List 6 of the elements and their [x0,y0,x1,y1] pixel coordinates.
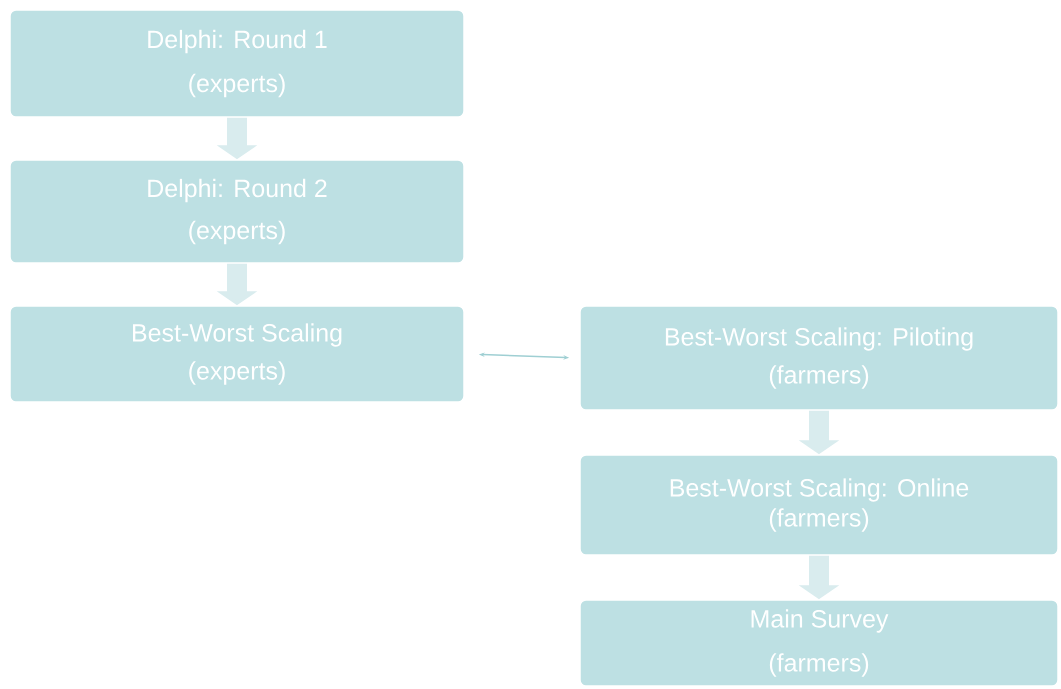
process-box: Delphi: Round 2 (experts) [9,159,465,264]
process-box: Best-Worst Scaling (experts) [9,305,465,403]
process-box: Best-Worst Scaling: Piloting (farmers) [579,305,1059,411]
process-box: Delphi: Round 1 (experts) [9,9,465,118]
process-box: Best-Worst Scaling: Online (farmers) [579,454,1059,556]
process-box: Main Survey (farmers) [579,599,1059,687]
